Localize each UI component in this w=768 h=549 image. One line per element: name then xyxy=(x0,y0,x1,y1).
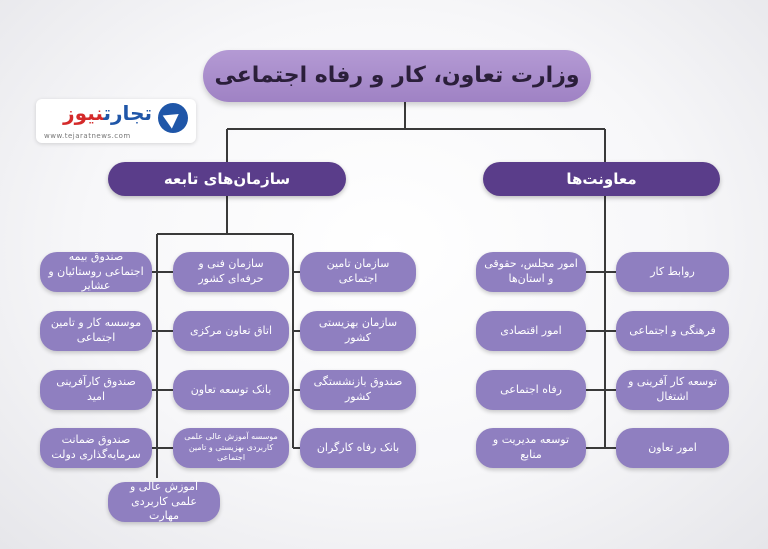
logo-arrow-icon xyxy=(158,103,188,133)
logo-name: تجارتنیوز xyxy=(63,101,152,125)
node-right-col1: امور مجلس، حقوقی و استان‌ها xyxy=(476,252,586,292)
node-left-col2: موسسه آموزش عالی علمی کاربردی بهزیستی و … xyxy=(173,428,289,468)
ministry-title: وزارت تعاون، کار و رفاه اجتماعی xyxy=(203,50,591,102)
node-left-col1: صندوق بیمه اجتماعی روستائیان و عشایر xyxy=(40,250,152,292)
node-left-col2: بانک توسعه تعاون xyxy=(173,370,289,410)
node-right-col1: امور اقتصادی xyxy=(476,311,586,351)
node-left-col1: موسسه کار و تامین اجتماعی xyxy=(40,311,152,351)
branch-deputies: معاونت‌ها xyxy=(483,162,720,196)
node-right-col1: رفاه اجتماعی xyxy=(476,370,586,410)
node-left-col3: سازمان تامین اجتماعی xyxy=(300,252,416,292)
node-left-col3: صندوق بازنشستگی کشور xyxy=(300,370,416,410)
node-left-col1: صندوق ضمانت سرمایه‌گذاری دولت xyxy=(40,428,152,468)
node-right-col2: فرهنگی و اجتماعی xyxy=(616,311,729,351)
node-left-col1: صندوق کارآفرینی امید xyxy=(40,370,152,410)
branch-affiliated-organizations: سازمان‌های تابعه xyxy=(108,162,346,196)
node-left-col3: بانک رفاه کارگران xyxy=(300,428,416,468)
node-left-col2: سازمان فنی و حرفه‌ای کشور xyxy=(173,252,289,292)
node-left-col2-extra: آموزش عالی و علمی کاربردی مهارت xyxy=(108,480,220,522)
logo-url: www.tejaratnews.com xyxy=(44,132,131,140)
tejaratnews-logo: تجارتنیوز www.tejaratnews.com xyxy=(36,99,196,143)
node-right-col2: روابط کار xyxy=(616,252,729,292)
node-right-col2: امور تعاون xyxy=(616,428,729,468)
node-left-col3: سازمان بهزیستی کشور xyxy=(300,311,416,351)
node-right-col1: توسعه مدیریت و منابع xyxy=(476,428,586,468)
node-right-col2: توسعه کار آفرینی و اشتغال xyxy=(616,370,729,410)
node-left-col2: اتاق تعاون مرکزی xyxy=(173,311,289,351)
